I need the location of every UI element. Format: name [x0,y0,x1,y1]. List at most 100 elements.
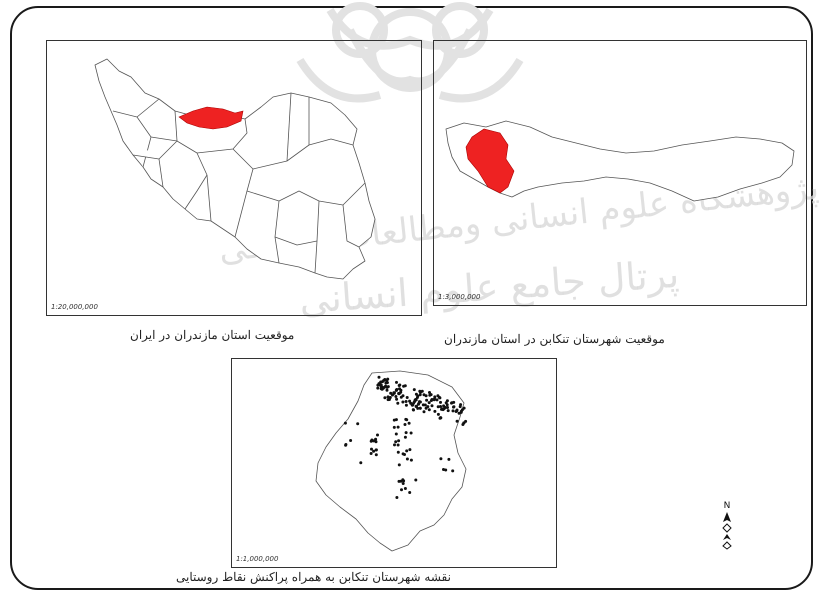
village-point [379,380,383,384]
village-point [404,431,408,435]
village-point [436,405,440,409]
village-point [418,400,422,404]
village-point [394,432,398,436]
village-point [403,435,407,439]
village-point [403,423,407,426]
tonekabon-map [315,370,468,552]
village-point [455,419,459,423]
village-point [409,431,413,435]
village-point [446,406,449,409]
village-point [428,391,431,394]
village-point [395,380,398,384]
village-point [414,398,418,401]
village-point [432,398,436,402]
village-point [409,401,413,405]
village-point [438,396,442,400]
village-point [439,405,442,408]
village-point [439,457,443,461]
village-point [418,389,422,393]
village-point [452,405,455,409]
village-point [405,449,409,453]
village-point [397,463,401,467]
village-point [401,394,405,398]
mazandaran-highlight [178,106,244,130]
village-point [433,395,437,399]
village-point [343,421,347,425]
village-point [356,422,360,426]
village-point [397,439,401,443]
village-point [415,404,418,408]
iran-map-panel: 1:20,000,000 [46,40,422,316]
village-point [430,404,434,408]
village-point [414,478,418,482]
village-point [372,439,376,443]
village-point [446,409,450,413]
north-label: N [724,501,731,511]
village-point [401,400,405,404]
mazandaran-map-panel: 1:3,000,000 [433,40,807,306]
village-point [379,383,383,387]
village-point [396,401,400,405]
village-point [423,403,427,407]
iran-map [94,58,376,280]
village-point [397,391,401,395]
village-points [343,375,468,499]
village-point [433,409,437,413]
village-point [435,398,439,402]
village-point [389,391,393,395]
village-point [376,433,379,437]
village-point [407,421,411,425]
village-point [439,416,443,420]
village-point [403,384,407,388]
outer-frame [10,6,813,590]
village-point [436,412,440,416]
village-point [396,443,400,447]
village-point [394,440,398,444]
village-point [387,397,391,400]
north-arrow-icon: N [722,501,732,550]
village-point [393,443,396,447]
village-point [377,375,381,379]
village-point [458,405,462,409]
village-point [418,393,422,397]
village-point [392,391,396,395]
tonekabon-highlight [465,128,515,194]
village-point [384,384,388,388]
village-point [427,401,431,405]
village-point [459,409,463,413]
village-point [395,397,399,401]
village-point [401,478,405,482]
village-point [404,403,408,407]
tonekabon-caption: نقشه شهرستان تنکابن به همراه پراکنش نقاط… [176,570,451,584]
village-point [418,406,422,410]
village-point [451,469,455,473]
village-point [370,447,373,451]
mazandaran-map [445,120,795,202]
village-point [442,468,445,471]
village-point [403,453,406,456]
iran-scale: 1:20,000,000 [51,303,98,311]
village-point [376,386,380,390]
village-point [385,388,389,392]
village-point [426,405,430,409]
village-point [425,398,429,402]
village-point [374,440,378,444]
village-point [379,387,383,391]
village-point [405,418,409,422]
village-point [451,409,455,413]
village-point [359,461,363,465]
village-point [403,487,407,490]
village-point [400,488,403,492]
village-point [415,396,419,399]
village-point [408,491,412,494]
mazandaran-caption: موقعیت شهرستان تنکابن در استان مازندران [444,332,665,346]
village-point [404,400,408,403]
village-point [440,407,444,411]
village-point [392,425,396,429]
village-point [397,479,401,483]
village-point [395,496,399,499]
tonekabon-scale: 1:1,000,000 [236,555,279,563]
village-point [383,396,387,400]
village-point [396,425,400,429]
village-point [392,418,396,422]
